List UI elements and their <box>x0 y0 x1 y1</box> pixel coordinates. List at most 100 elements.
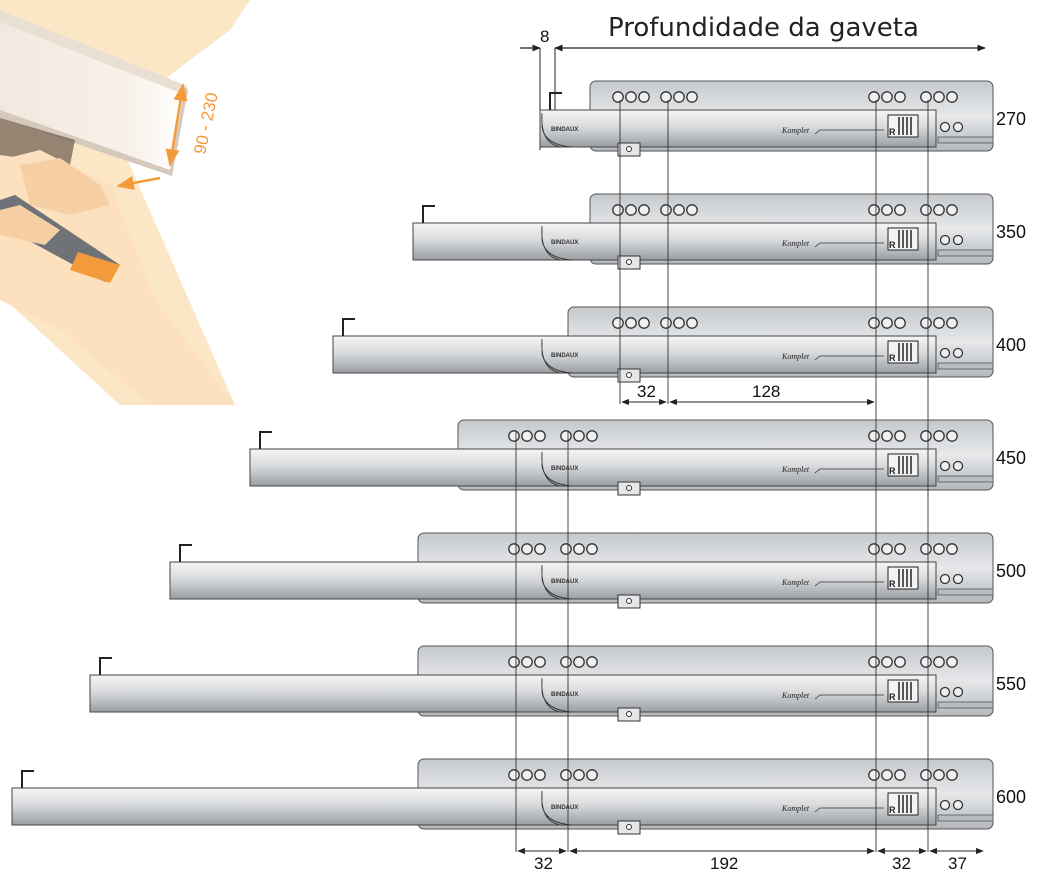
rail-foot <box>937 475 994 483</box>
brand-label: BINDAUX <box>551 579 578 585</box>
mounting-hole <box>894 204 906 216</box>
mounting-hole <box>534 769 546 781</box>
length-label: 450 <box>996 448 1026 468</box>
mounting-hole <box>881 543 893 555</box>
mounting-hole <box>521 656 533 668</box>
mechanism-link <box>814 242 884 248</box>
lock-clip-hole <box>626 259 632 265</box>
mounting-hole <box>586 430 598 442</box>
mounting-hole <box>868 430 880 442</box>
mounting-hole <box>939 573 951 585</box>
mounting-hole <box>946 317 958 329</box>
mounting-hole <box>660 91 672 103</box>
length-label: 500 <box>996 561 1026 581</box>
mounting-hole <box>881 317 893 329</box>
rail-foot <box>937 136 994 144</box>
mounting-hole <box>673 204 685 216</box>
brand-label: BINDAUX <box>551 692 578 698</box>
mounting-hole <box>939 234 951 246</box>
mounting-hole <box>673 317 685 329</box>
rail-foot <box>937 814 994 822</box>
mounting-hole <box>952 121 964 133</box>
front-plate <box>541 338 573 374</box>
bottom-dimensions: 32 192 32 37 <box>517 847 984 873</box>
komplet-label: Komplet <box>781 239 810 248</box>
hook-icon <box>549 92 562 110</box>
mounting-hole <box>508 656 520 668</box>
komplet-label: Komplet <box>781 465 810 474</box>
mounting-hole <box>660 204 672 216</box>
dim-128: 128 <box>752 382 780 401</box>
length-label: 550 <box>996 674 1026 694</box>
rail-foot <box>937 588 994 596</box>
mounting-hole <box>933 769 945 781</box>
mounting-hole <box>868 204 880 216</box>
mounting-hole <box>952 347 964 359</box>
mounting-hole <box>946 430 958 442</box>
mounting-hole <box>946 656 958 668</box>
reference-lines <box>515 100 929 852</box>
mounting-hole <box>573 656 585 668</box>
rail-foot <box>937 362 994 370</box>
mounting-hole <box>920 656 932 668</box>
mounting-hole <box>946 204 958 216</box>
mounting-hole <box>939 121 951 133</box>
mounting-hole <box>881 430 893 442</box>
mounting-hole <box>573 769 585 781</box>
inner-rail <box>89 674 937 713</box>
mounting-hole <box>881 204 893 216</box>
mechanism-link <box>814 694 884 700</box>
mechanism-link <box>814 807 884 813</box>
mechanism-link <box>814 355 884 361</box>
mounting-hole <box>534 430 546 442</box>
mounting-hole <box>868 769 880 781</box>
mounting-hole <box>933 317 945 329</box>
mounting-hole <box>534 543 546 555</box>
mounting-hole <box>638 204 650 216</box>
komplet-label: Komplet <box>781 691 810 700</box>
dim-32-bottom-right: 32 <box>892 854 911 873</box>
mounting-hole <box>894 91 906 103</box>
mounting-hole <box>612 91 624 103</box>
lock-clip-hole <box>626 598 632 604</box>
hook-icon <box>342 318 355 336</box>
mounting-hole <box>933 543 945 555</box>
lock-clip-hole <box>626 372 632 378</box>
mounting-hole <box>868 317 880 329</box>
mounting-hole <box>660 317 672 329</box>
inner-rail <box>169 561 937 600</box>
hook-icon <box>99 657 112 675</box>
length-label: 600 <box>996 787 1026 807</box>
mounting-hole <box>868 656 880 668</box>
length-label: 270 <box>996 109 1026 129</box>
mounting-hole <box>920 430 932 442</box>
mounting-hole <box>625 317 637 329</box>
mounting-hole <box>573 543 585 555</box>
mounting-hole <box>939 460 951 472</box>
mounting-hole <box>560 656 572 668</box>
mounting-hole <box>952 686 964 698</box>
mounting-hole <box>933 430 945 442</box>
lock-clip-hole <box>626 485 632 491</box>
mounting-hole <box>920 317 932 329</box>
mounting-hole <box>933 656 945 668</box>
mounting-hole <box>952 799 964 811</box>
dim-32-mid: 32 <box>637 382 656 401</box>
hook-icon <box>21 770 34 788</box>
inner-rail <box>11 787 937 826</box>
mounting-hole <box>894 769 906 781</box>
lock-clip-hole <box>626 146 632 152</box>
mid-dimensions: 32 128 <box>621 382 875 406</box>
mounting-hole <box>686 91 698 103</box>
mechanism-link <box>814 581 884 587</box>
mechanism-link <box>814 468 884 474</box>
height-range-label: 90 - 230 <box>190 91 222 156</box>
mounting-hole <box>894 317 906 329</box>
mounting-hole <box>508 430 520 442</box>
